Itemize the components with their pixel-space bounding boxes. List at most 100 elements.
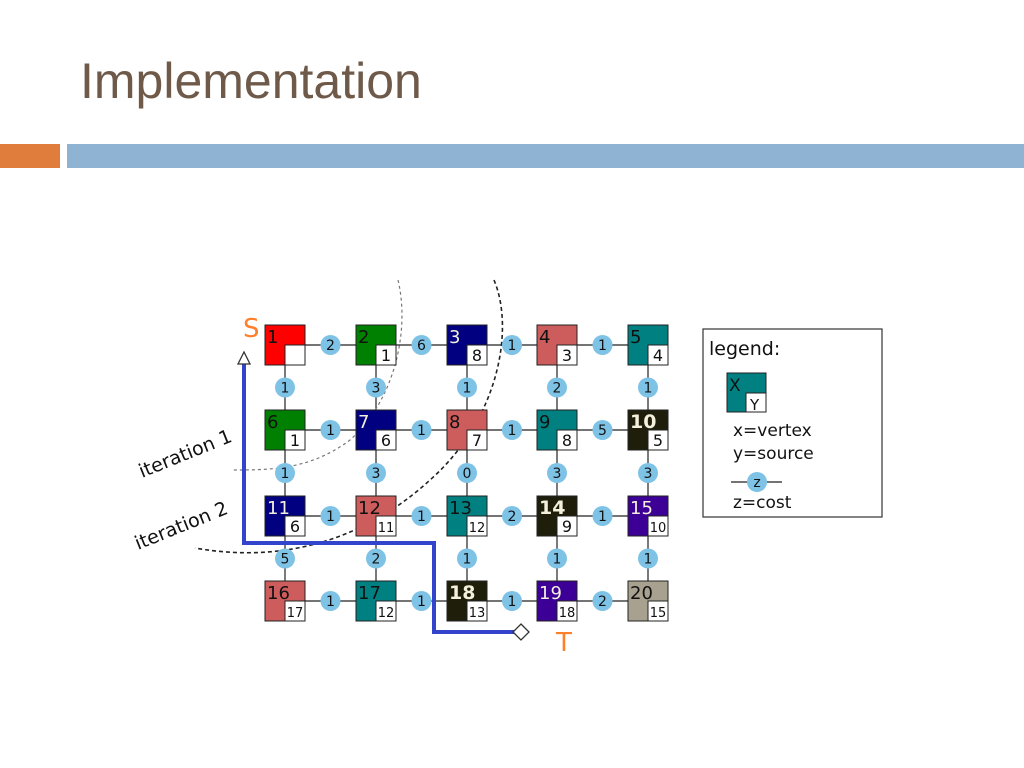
cost-bubble (275, 463, 295, 483)
vertex-number: 15 (630, 498, 653, 519)
accent-bar-blue (67, 144, 1024, 168)
cost-label: 1 (644, 381, 653, 397)
edge-cost: 1 (457, 377, 477, 398)
cost-bubble (592, 335, 613, 355)
vertex-9: 98 (536, 409, 578, 451)
edge-cost: 3 (366, 377, 386, 398)
cost-label: 5 (598, 423, 607, 439)
edge-cost: 1 (502, 420, 522, 440)
legend-title: legend: (709, 338, 780, 360)
cost-bubble (411, 591, 432, 611)
vertex-number: 13 (449, 498, 472, 519)
edge-cost: 2 (547, 377, 567, 398)
cost-bubble (638, 548, 658, 569)
cost-label: 1 (598, 338, 607, 354)
vertex-number: 11 (267, 498, 290, 519)
vertex-number: 12 (358, 498, 381, 519)
legend-frame (702, 328, 883, 518)
vertex-number: 6 (267, 412, 278, 433)
source-number: 11 (378, 521, 395, 536)
vertex-11: 116 (264, 495, 306, 537)
cost-bubble (502, 591, 522, 611)
source-number: 4 (653, 346, 663, 365)
cost-label: 1 (508, 423, 517, 439)
source-number: 12 (378, 606, 395, 621)
source-box (375, 600, 397, 622)
vertex-number: 10 (630, 411, 656, 433)
edge-cost: 1 (592, 335, 613, 355)
accent-bar-orange (0, 144, 60, 168)
edge-cost: 6 (411, 335, 432, 355)
cost-bubble (547, 548, 567, 569)
source-number: 6 (381, 431, 391, 450)
edge-cost: 1 (457, 548, 477, 569)
iteration-1-label: iteration 1 (136, 425, 235, 482)
edge-cost: 1 (320, 506, 341, 526)
cost-label: 1 (417, 594, 426, 610)
cost-label: 3 (372, 466, 381, 482)
edge-cost: 1 (638, 377, 658, 398)
edge-cost: 1 (638, 548, 658, 569)
source-number: 1 (381, 346, 391, 365)
cost-bubble (320, 506, 341, 526)
iteration-2-label: iteration 2 (132, 497, 231, 554)
legend-sample-y-box (745, 392, 767, 413)
edge-cost: 1 (547, 548, 567, 569)
cost-bubble (457, 377, 477, 398)
source-number: 10 (650, 521, 667, 536)
legend-sample-x: X (729, 376, 741, 396)
source-box (284, 429, 306, 451)
cost-bubble (592, 591, 613, 611)
cost-label: 1 (281, 466, 290, 482)
vertex-number: 3 (449, 327, 460, 348)
source-number: 13 (469, 606, 486, 621)
legend-vertex-text: x=vertex (733, 421, 812, 441)
source-box (556, 515, 578, 537)
source-number: 18 (559, 606, 576, 621)
edge-cost: 1 (275, 463, 295, 483)
edge-cost: 1 (320, 420, 341, 440)
cost-label: 1 (553, 552, 562, 568)
vertex-6: 61 (264, 409, 306, 451)
cost-bubble (457, 463, 477, 483)
edge-cost: 3 (638, 463, 658, 483)
vertex-number: 18 (449, 582, 475, 604)
iteration-2-curve (194, 279, 504, 554)
edge-cost: 1 (320, 591, 341, 611)
source-box (556, 429, 578, 451)
cost-label: 1 (508, 338, 517, 354)
edge-cost: 1 (502, 335, 522, 355)
source-marker-icon (236, 350, 252, 365)
source-number: 7 (472, 431, 482, 450)
source-number: 9 (562, 517, 572, 536)
edge-cost: 1 (411, 420, 432, 440)
source-box (556, 600, 578, 622)
edge-cost: 2 (320, 335, 341, 355)
cost-bubble (366, 377, 386, 398)
cost-label: 1 (463, 552, 472, 568)
vertex-1: 1 (264, 324, 306, 366)
cost-label: 1 (508, 594, 517, 610)
legend-cost-text: z=cost (733, 493, 792, 513)
legend-source-text: y=source (733, 444, 814, 464)
cost-label: 1 (326, 423, 335, 439)
cost-label: 5 (281, 552, 290, 568)
cost-label: 3 (372, 381, 381, 397)
iteration-1-curve (231, 279, 403, 471)
vertex-5: 54 (627, 324, 669, 366)
cost-label: 1 (281, 381, 290, 397)
vertex-number: 17 (358, 583, 381, 604)
edge-cost: 2 (502, 506, 522, 526)
legend-sample-y: Y (749, 396, 760, 414)
cost-label: 1 (326, 594, 335, 610)
vertex-number: 20 (630, 583, 653, 604)
legend-box: legend: X Y x=vertex y=source z z=cost (702, 328, 883, 518)
edge-cost: 3 (366, 463, 386, 483)
source-number: 15 (650, 606, 667, 621)
